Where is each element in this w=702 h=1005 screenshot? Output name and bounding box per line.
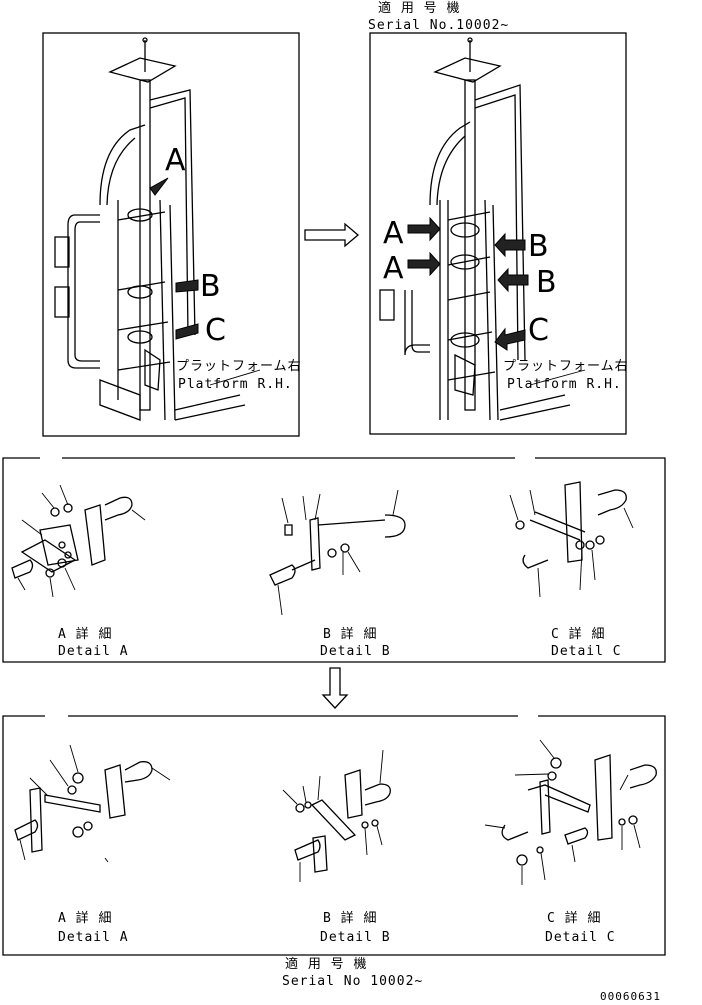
- middle-detail-a-drawing: [11, 484, 146, 598]
- bottom-detail-b-en: Detail B: [320, 930, 391, 945]
- middle-detail-c-en: Detail C: [551, 644, 622, 659]
- left-callout-arrows: [149, 177, 199, 340]
- top-serial-en: Serial No.10002~: [368, 18, 509, 33]
- bottom-detail-a-en: Detail A: [58, 930, 129, 945]
- left-callout-a: A: [165, 143, 186, 178]
- middle-detail-b-en: Detail B: [320, 644, 391, 659]
- right-ladder-illustration: [379, 37, 586, 421]
- bottom-detail-c-jp: C 詳 細: [547, 910, 601, 926]
- bottom-serial-jp: 適 用 号 機: [285, 956, 367, 972]
- transition-arrow-right: [304, 222, 360, 248]
- middle-detail-c-jp: C 詳 細: [551, 626, 605, 642]
- right-callout-b1: B: [528, 229, 549, 264]
- middle-detail-frame: [2, 457, 666, 663]
- left-platform-jp: プラットフォーム右: [176, 359, 302, 374]
- left-platform-en: Platform R.H.: [178, 377, 293, 392]
- right-callout-a1: A: [383, 216, 404, 251]
- right-callout-a2: A: [383, 251, 404, 286]
- middle-detail-b-jp: B 詳 細: [323, 626, 377, 642]
- bottom-detail-b-jp: B 詳 細: [323, 910, 377, 926]
- right-callout-c: C: [528, 313, 549, 348]
- right-view-frame: [369, 32, 627, 435]
- middle-detail-a-en: Detail A: [58, 644, 129, 659]
- right-platform-en: Platform R.H.: [507, 377, 622, 392]
- right-platform-jp: プラットフォーム右: [503, 359, 629, 374]
- left-ladder-illustration: [54, 37, 261, 421]
- top-serial-jp: 適 用 号 機: [378, 0, 460, 16]
- bottom-detail-a-drawing: [14, 744, 171, 863]
- bottom-detail-b-drawing: [282, 749, 391, 882]
- left-view-frame: [42, 32, 300, 437]
- left-callout-c: C: [205, 313, 226, 348]
- transition-arrow-down: [321, 667, 349, 709]
- right-callout-b2: B: [536, 265, 557, 300]
- middle-detail-c-drawing: [509, 481, 634, 598]
- bottom-detail-c-en: Detail C: [545, 930, 616, 945]
- drawing-number: 00060631: [600, 990, 661, 1003]
- bottom-detail-frame: [2, 715, 666, 956]
- bottom-serial-en: Serial No 10002~: [282, 974, 423, 989]
- bottom-detail-c-drawing: [484, 739, 657, 885]
- right-callout-arrows: [407, 216, 529, 351]
- bottom-detail-a-jp: A 詳 細: [58, 910, 112, 926]
- left-callout-b: B: [200, 269, 221, 304]
- middle-detail-b-drawing: [269, 489, 406, 616]
- middle-detail-a-jp: A 詳 細: [58, 626, 112, 642]
